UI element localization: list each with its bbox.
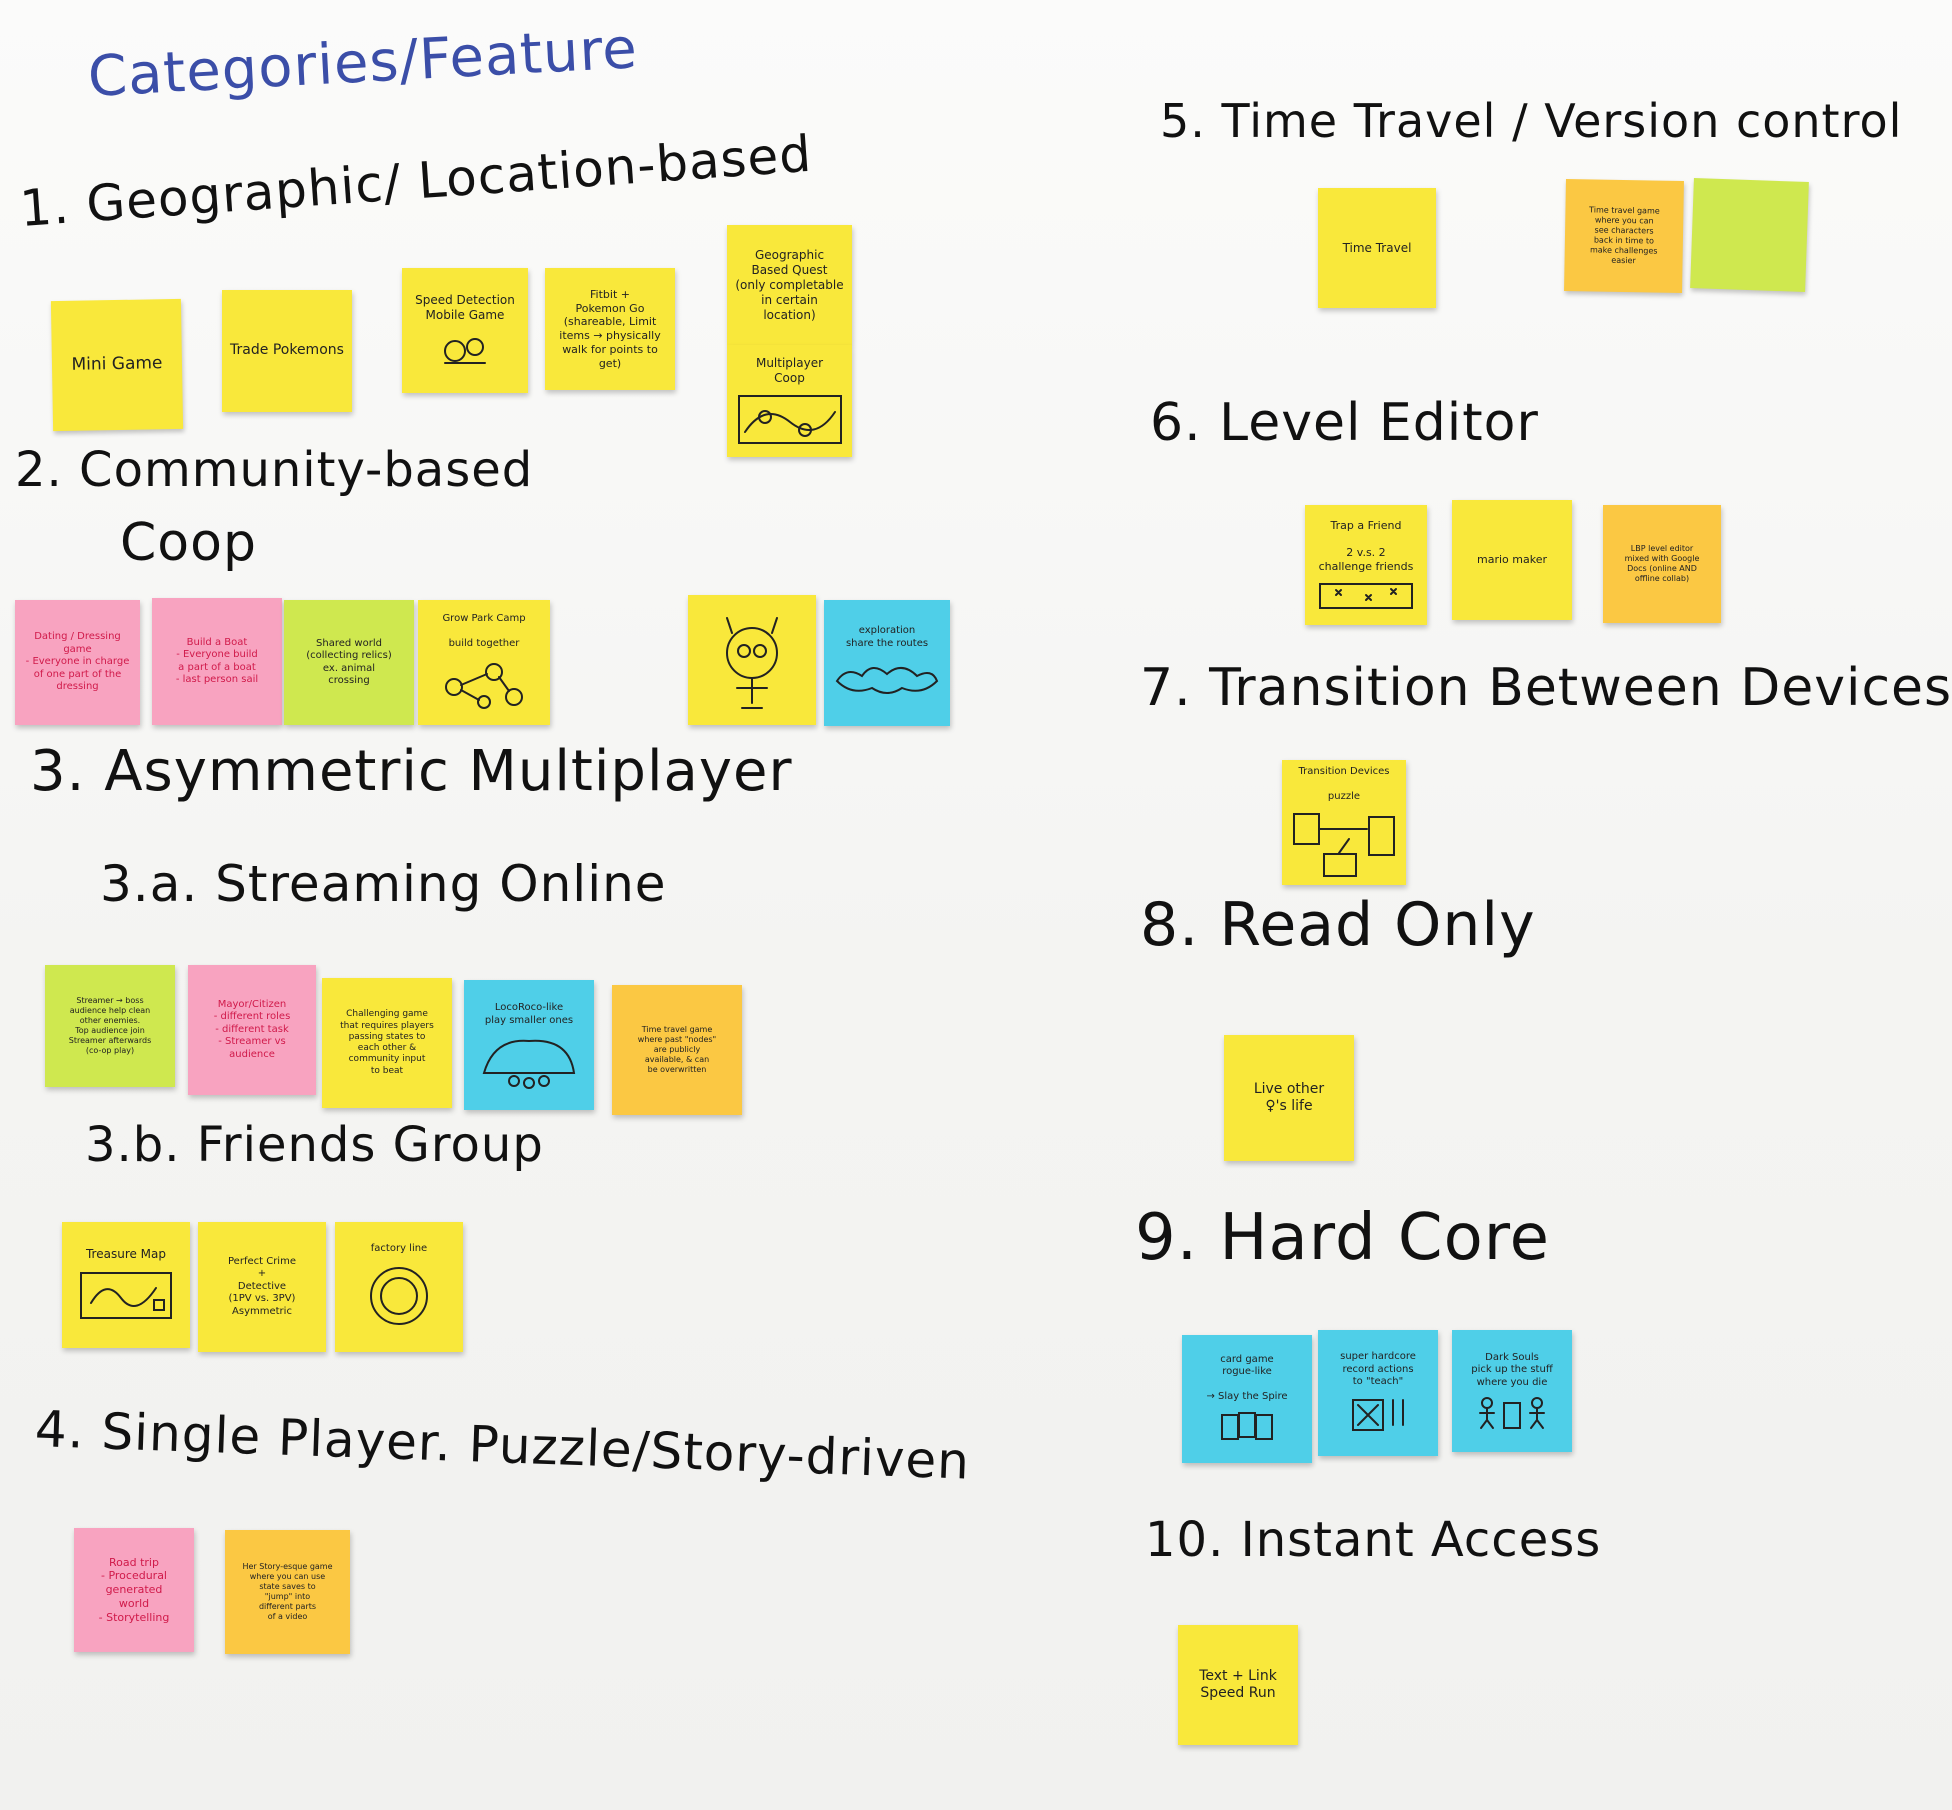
- heading-community: 2. Community-based: [15, 442, 534, 498]
- note-streamer-boss: Streamer → boss audience help clean othe…: [45, 965, 175, 1087]
- note-text: Shared world (collecting relics) ex. ani…: [306, 637, 392, 687]
- note-locoroco: LocoRoco-like play smaller ones: [464, 980, 594, 1110]
- note-fitbit-pokemon-go: Fitbit + Pokemon Go (shareable, Limit it…: [545, 268, 675, 390]
- note-mario-maker: mario maker: [1452, 500, 1572, 620]
- note-text: Fitbit + Pokemon Go (shareable, Limit it…: [559, 287, 661, 370]
- note-text: Grow Park Camp build together: [442, 613, 526, 650]
- note-text: Perfect Crime + Detective (1PV vs. 3PV) …: [228, 1255, 296, 1317]
- heading-geographic: 1. Geographic/ Location-based: [17, 124, 814, 238]
- note-treasure-map: Treasure Map: [62, 1222, 190, 1348]
- note-text: card game rogue-like → Slay the Spire: [1206, 1353, 1288, 1403]
- map-sketch-icon: [737, 394, 842, 444]
- heading-asymmetric: 3. Asymmetric Multiplayer: [30, 739, 793, 804]
- sketch-icon: [444, 337, 486, 364]
- note-road-trip: Road trip - Procedural generated world -…: [74, 1528, 194, 1652]
- heading-transition: 7. Transition Between Devices: [1140, 658, 1952, 718]
- note-text: mario maker: [1477, 553, 1547, 567]
- note-lbp-level-editor: LBP level editor mixed with Google Docs …: [1603, 505, 1721, 623]
- heading-read-only: 8. Read Only: [1140, 890, 1536, 960]
- note-text: Transition Devices puzzle: [1298, 765, 1390, 802]
- note-text: Challenging game that requires players p…: [340, 1009, 434, 1076]
- heading-instant-access: 10. Instant Access: [1145, 1512, 1602, 1568]
- note-time-travel-lime: [1690, 178, 1809, 292]
- note-speed-detection: Speed Detection Mobile Game: [402, 268, 528, 393]
- note-exploration: exploration share the routes: [824, 600, 950, 726]
- heading-streaming: 3.a. Streaming Online: [100, 855, 667, 913]
- note-text: LocoRoco-like play smaller ones: [484, 1002, 574, 1026]
- note-mayor-citizen: Mayor/Citizen - different roles - differ…: [188, 965, 316, 1095]
- cloud-sketch-icon: [835, 667, 939, 694]
- stickfigure-sketch-icon: [1479, 1397, 1545, 1430]
- note-grow-park-camp: Grow Park Camp build together: [418, 600, 550, 725]
- note-text: LBP level editor mixed with Google Docs …: [1624, 544, 1700, 583]
- note-live-others-life: Live other ♀'s life: [1224, 1035, 1354, 1161]
- note-text: Mini Game: [71, 353, 163, 376]
- blob-sketch-icon: [482, 1039, 576, 1089]
- note-card-game: card game rogue-like → Slay the Spire: [1182, 1335, 1312, 1463]
- box-sketch-icon: [1352, 1398, 1404, 1431]
- devices-sketch-icon: [1293, 813, 1395, 878]
- note-text: Time travel game where you can see chara…: [1589, 205, 1660, 266]
- note-dating-dressing: Dating / Dressing game - Everyone in cha…: [15, 600, 140, 725]
- heading-friends-group: 3.b. Friends Group: [85, 1117, 544, 1173]
- note-story-game: Her Story-esque game where you can use s…: [225, 1530, 350, 1654]
- note-text: Time travel game where past "nodes" are …: [637, 1025, 717, 1074]
- note-text: Speed Detection Mobile Game: [415, 292, 515, 322]
- note-text: factory line: [370, 1242, 428, 1254]
- network-sketch-icon: [445, 662, 523, 709]
- note-trade-pokemons: Trade Pokemons: [222, 290, 352, 412]
- note-text: Dark Souls pick up the stuff where you d…: [1471, 1351, 1553, 1388]
- note-text: Geographic Based Quest (only completable…: [735, 247, 844, 322]
- note-text: Dating / Dressing game - Everyone in cha…: [25, 631, 130, 693]
- ring-sketch-icon: [369, 1267, 428, 1326]
- note-text: Mayor/Citizen - different roles - differ…: [213, 998, 291, 1060]
- heading-level-editor: 6. Level Editor: [1150, 393, 1539, 453]
- character-sketch-icon: [726, 617, 778, 709]
- note-text: Trade Pokemons: [230, 342, 344, 359]
- heading-hard-core: 9. Hard Core: [1135, 1201, 1551, 1275]
- grid-sketch-icon: [1319, 582, 1413, 609]
- note-time-travel-game: Time travel game where past "nodes" are …: [612, 985, 742, 1115]
- note-super-hardcore: super hardcore record actions to "teach": [1318, 1330, 1438, 1456]
- note-where-you-die: Dark Souls pick up the stuff where you d…: [1452, 1330, 1572, 1452]
- note-text: Build a Boat - Everyone build a part of …: [175, 636, 259, 686]
- note-build-a-boat: Build a Boat - Everyone build a part of …: [152, 598, 282, 725]
- note-text: Road trip - Procedural generated world -…: [98, 1555, 170, 1624]
- note-text: Text + Link Speed Run: [1199, 1667, 1277, 1702]
- note-text: Multiplayer Coop: [755, 355, 824, 385]
- note-text: Time Travel: [1342, 240, 1412, 255]
- heading-coop: Coop: [120, 513, 257, 573]
- note-factory-line: factory line: [335, 1222, 463, 1352]
- cards-sketch-icon: [1221, 1411, 1273, 1440]
- note-text: Treasure Map: [85, 1247, 167, 1261]
- note-text: Streamer → boss audience help clean othe…: [68, 996, 152, 1055]
- note-time-travel: Time Travel: [1318, 188, 1436, 308]
- note-text: Trap a Friend 2 v.s. 2 challenge friends: [1318, 518, 1414, 573]
- note-text: Live other ♀'s life: [1253, 1080, 1325, 1115]
- note-multiplayer-coop: Multiplayer Coop: [727, 345, 852, 457]
- note-mini-game: Mini Game: [50, 298, 184, 432]
- note-trap-a-friend: Trap a Friend 2 v.s. 2 challenge friends: [1305, 505, 1427, 625]
- note-text: Her Story-esque game where you can use s…: [242, 1562, 333, 1621]
- note-text: super hardcore record actions to "teach": [1340, 1351, 1416, 1388]
- note-text: exploration share the routes: [845, 625, 929, 649]
- heading-single-player: 4. Single Player. Puzzle/Story-driven: [33, 1400, 971, 1491]
- treasure-map-sketch-icon: [80, 1272, 172, 1319]
- board-title: Categories/Feature: [86, 16, 640, 110]
- note-shared-world: Shared world (collecting relics) ex. ani…: [284, 600, 414, 725]
- heading-time-travel: 5. Time Travel / Version control: [1160, 94, 1903, 148]
- note-transition-devices: Transition Devices puzzle: [1282, 760, 1406, 885]
- note-character-sketch: [688, 595, 816, 725]
- note-geographic-quest: Geographic Based Quest (only completable…: [727, 225, 852, 345]
- note-challenging-game: Challenging game that requires players p…: [322, 978, 452, 1108]
- note-text-link-speedrun: Text + Link Speed Run: [1178, 1625, 1298, 1745]
- note-perfect-crime: Perfect Crime + Detective (1PV vs. 3PV) …: [198, 1222, 326, 1352]
- note-time-travel-orange: Time travel game where you can see chara…: [1564, 178, 1684, 294]
